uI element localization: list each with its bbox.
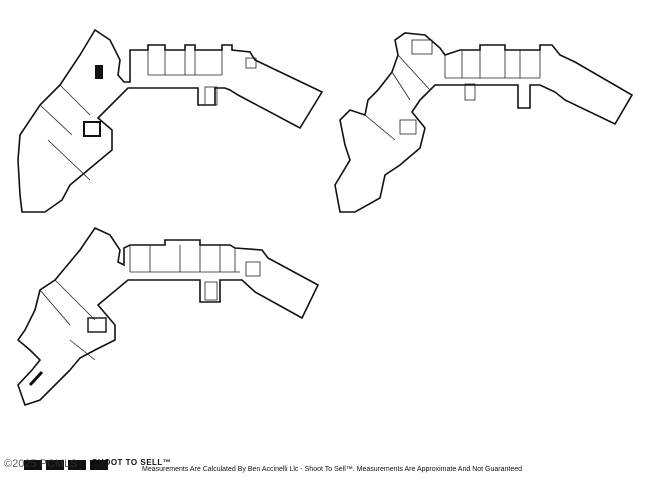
stair-block bbox=[95, 65, 103, 79]
floor-plan-upper-left bbox=[17, 28, 324, 213]
floor-plan-lower bbox=[16, 226, 320, 407]
copyright-watermark: ©2025 PCMLS bbox=[4, 458, 78, 470]
brand-name: SHOOT TO SELL™ bbox=[92, 458, 172, 467]
exterior-door-marker bbox=[28, 370, 44, 387]
fireplace-block bbox=[83, 121, 101, 137]
measurement-disclaimer: Measurements Are Calculated By Ben Accin… bbox=[142, 466, 523, 473]
brand-logo bbox=[24, 460, 108, 470]
floor-plan-upper-right bbox=[334, 32, 634, 213]
